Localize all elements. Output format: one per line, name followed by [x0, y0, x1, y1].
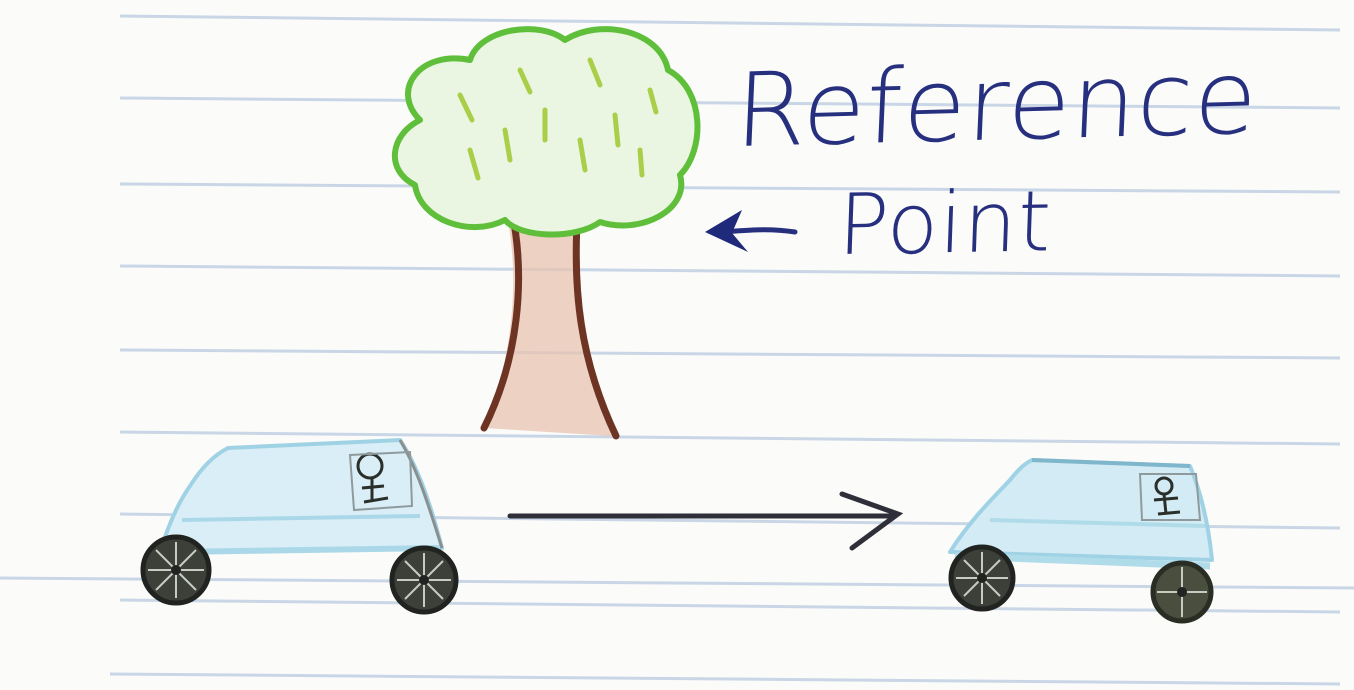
arrow-right-icon	[507, 491, 904, 551]
person-icon	[1138, 473, 1202, 521]
wheel	[389, 545, 459, 615]
person-icon	[348, 450, 414, 512]
car-icon	[140, 438, 459, 615]
arrow-left-icon	[705, 210, 798, 252]
car-icon	[948, 458, 1214, 624]
wheel	[948, 544, 1016, 612]
wheel	[1150, 560, 1214, 624]
tree-icon	[391, 26, 701, 440]
point-label: Point	[836, 172, 1054, 275]
wheel	[140, 534, 212, 606]
reference-label: Reference	[732, 38, 1261, 172]
